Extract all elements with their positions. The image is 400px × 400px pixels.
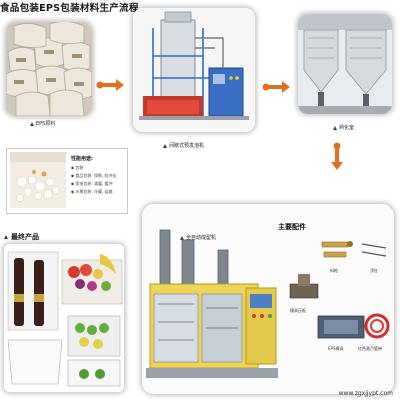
final-products-label: 最终产品 [11,233,39,241]
part-label-mold-press-plate: 模具压板 [290,308,306,313]
prefoam-machine-frame [133,8,255,132]
machine-label: 全自动成型机 [186,235,217,241]
triangle-icon [30,121,34,126]
triangle-icon [4,235,8,239]
mold-press-plate-icon [289,274,319,299]
machine-caption: 全自动成型机 [180,234,216,241]
triangle-icon [163,143,167,148]
part-label-eps-mold: EPS模具 [328,346,344,351]
aging-silo-frame [298,14,392,114]
ejector-pin-icon [361,243,387,257]
eps-mold-icon [317,315,365,339]
part-label-ejector-pin: 顶针 [370,268,378,273]
arrow-right-icon [262,81,290,93]
final-products-heading: 最终产品 [4,232,39,242]
final-products-image [4,244,124,392]
prefoam-caption: 间歇式预发泡机 [163,142,204,149]
aging-silo-image [298,14,392,114]
arrow-down-icon [331,142,343,170]
arrow-right-icon [96,79,124,91]
part-label-steam-hose: 红色蒸汽管带 [358,346,382,351]
raw-material-frame [6,22,92,116]
info-line: ◆ 家电包装: 减震, 缓冲 [71,181,113,186]
triangle-icon [333,125,337,130]
molding-machine-image [142,204,282,394]
molding-machine-frame: 全自动成型机 主要配件 料枪 顶针 模具压板 EPS模具 红色蒸汽管带 [142,204,394,394]
part-label-spray-gun: 料枪 [330,268,338,273]
eps-beads-image [10,152,66,208]
info-line: ◆ 食品包装: 保鲜, 防冲击 [71,173,117,178]
final-products-frame [4,244,124,392]
page-title: 食品包装EPS包装材料生产流程 [0,3,139,14]
parts-heading: 主要配件 [278,223,306,231]
spray-gun-icon [321,241,353,258]
triangle-icon [180,235,184,240]
raw-material-label: EPS原料 [36,121,56,127]
aging-label: 熟化室 [339,125,355,131]
prefoam-label: 间歇式预发泡机 [169,143,205,149]
performance-info-card: 性能用途: ◆ 包装 ◆ 食品包装: 保鲜, 防冲击 ◆ 家电包装: 减震, 缓… [6,148,128,214]
info-card-title: 性能用途: [71,156,93,162]
prefoam-machine-image [133,8,255,132]
info-line: ◆ 包装 [71,165,84,170]
aging-caption: 熟化室 [333,124,354,131]
steam-hose-icon [364,313,390,339]
raw-material-caption: EPS原料 [30,120,55,127]
raw-material-image [6,22,92,116]
info-line: ◆ 水果包装: 冷藏, 运输 [71,189,113,194]
watermark-url: www.zgxjjypt.com [338,390,393,397]
